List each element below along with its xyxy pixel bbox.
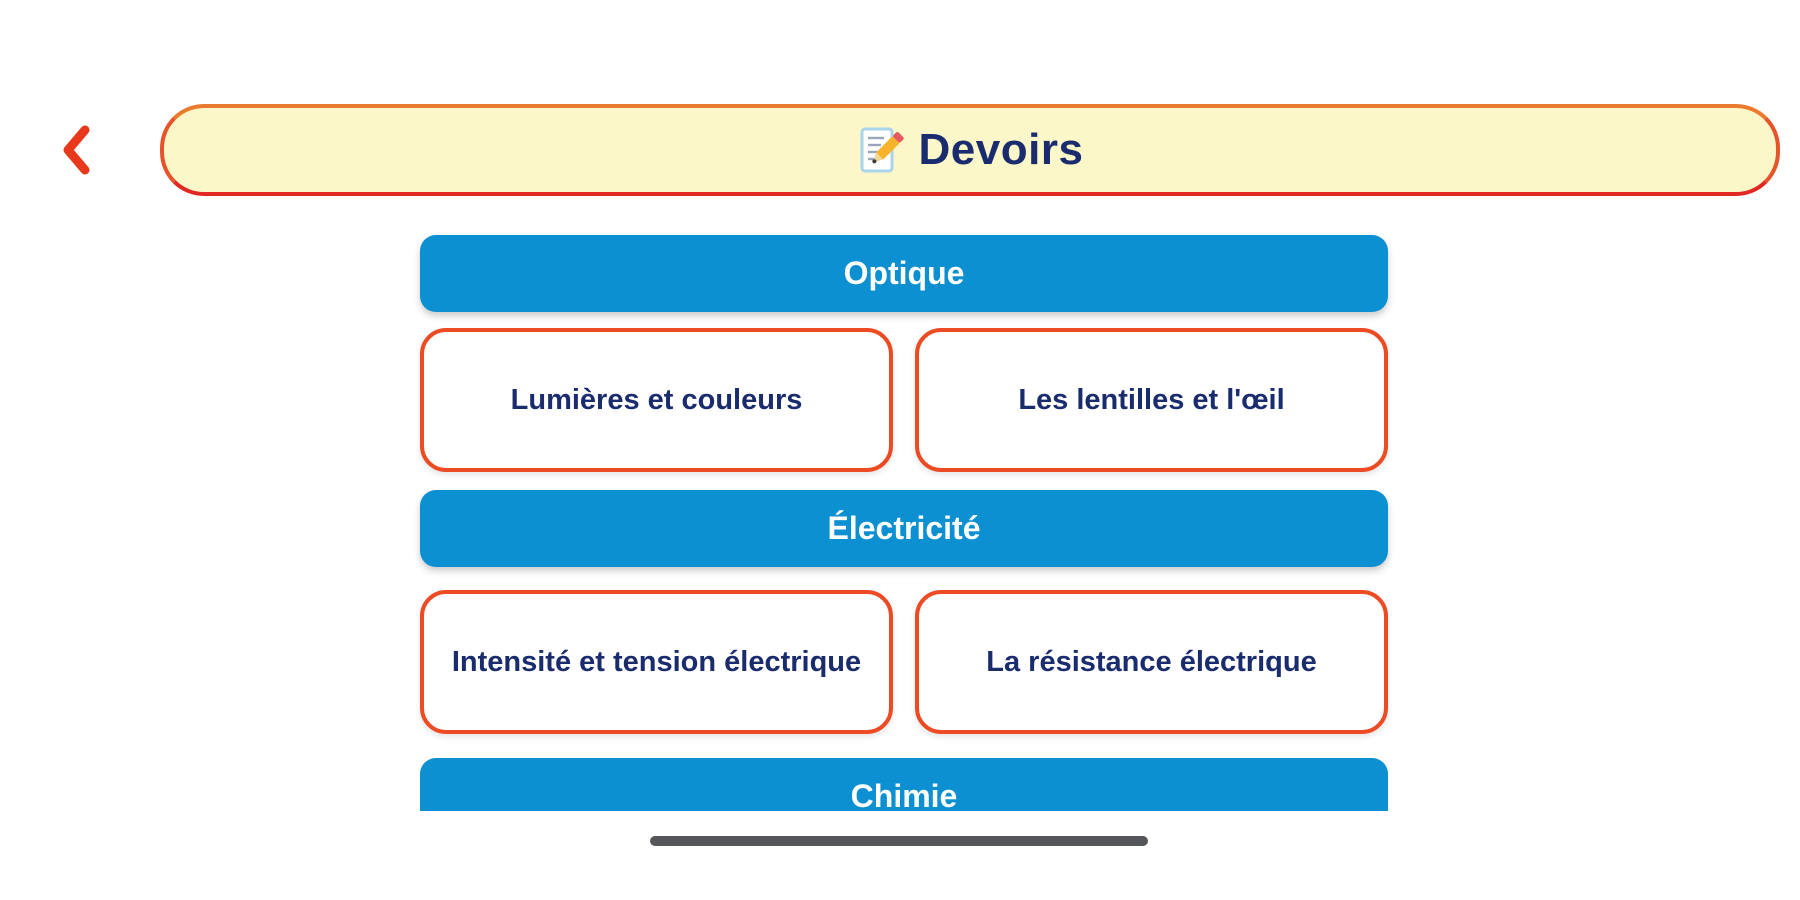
section-header-electricite[interactable]: Électricité: [420, 490, 1388, 567]
lesson-card-lumieres-et-couleurs[interactable]: Lumières et couleurs: [420, 328, 893, 472]
spacer: [420, 472, 1388, 490]
lesson-card-intensite-tension[interactable]: Intensité et tension électrique: [420, 590, 893, 734]
card-row-optique: Lumières et couleurs Les lentilles et l'…: [420, 328, 1388, 472]
card-row-electricite: Intensité et tension électrique La résis…: [420, 590, 1388, 734]
page-title-banner: Devoirs: [160, 104, 1780, 196]
lesson-card-resistance[interactable]: La résistance électrique: [915, 590, 1388, 734]
chevron-left-icon: [63, 125, 90, 175]
page-title: Devoirs: [918, 125, 1084, 174]
spacer: [420, 567, 1388, 590]
lesson-card-label: Lumières et couleurs: [510, 383, 803, 416]
lesson-card-label: La résistance électrique: [986, 645, 1317, 678]
spacer: [420, 312, 1388, 328]
section-header-optique[interactable]: Optique: [420, 235, 1388, 312]
home-indicator-bar[interactable]: [650, 836, 1148, 846]
memo-pencil-icon: [860, 127, 904, 173]
spacer: [420, 734, 1388, 758]
sections-list: Optique Lumières et couleurs Les lentill…: [420, 235, 1388, 811]
section-header-chimie[interactable]: Chimie: [420, 758, 1388, 811]
lesson-card-label: Intensité et tension électrique: [451, 645, 862, 678]
lesson-card-lentilles-et-oeil[interactable]: Les lentilles et l'œil: [915, 328, 1388, 472]
viewport-clip: Chimie: [420, 758, 1388, 811]
back-button[interactable]: [50, 118, 102, 182]
lesson-card-label: Les lentilles et l'œil: [1018, 383, 1285, 416]
